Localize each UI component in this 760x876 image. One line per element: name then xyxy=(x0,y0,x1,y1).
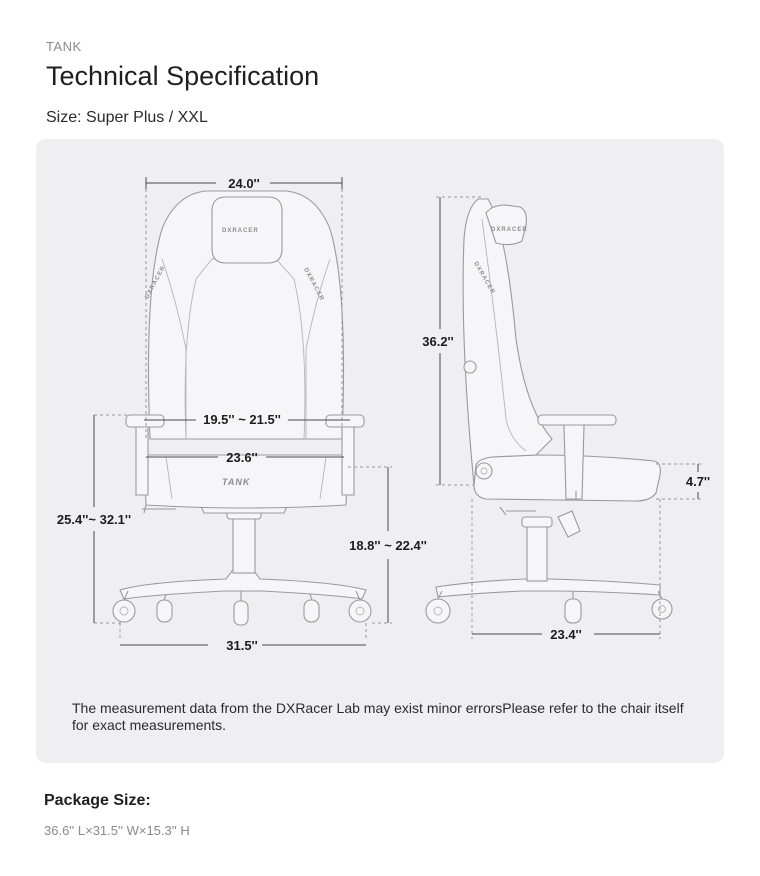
chair-dimension-diagram: DXRACER DXRACER DXRACER TANK 24.0'' 19.5… xyxy=(57,176,710,653)
dim-armrest-height-label: 25.4''~ 32.1'' xyxy=(57,512,131,527)
side-casters xyxy=(425,590,673,624)
side-view-chair: DXRACER DXRACER xyxy=(425,198,673,624)
side-headrest-logo: DXRACER xyxy=(491,227,528,233)
dim-armrest-width-label: 19.5'' ~ 21.5'' xyxy=(203,412,281,427)
dim-backrest-height: 36.2'' xyxy=(422,196,482,486)
dim-armrest-height: 25.4''~ 32.1'' xyxy=(57,414,132,624)
product-eyebrow: TANK xyxy=(46,39,82,54)
dim-seat-width-label: 23.6'' xyxy=(226,450,257,465)
front-view-chair: DXRACER DXRACER DXRACER TANK xyxy=(112,190,372,626)
page-title: Technical Specification xyxy=(46,61,320,91)
dim-base-width: 31.5'' xyxy=(119,623,367,653)
dim-seat-height-label: 18.8'' ~ 22.4'' xyxy=(349,538,427,553)
front-casters xyxy=(112,590,372,626)
front-headrest-logo: DXRACER xyxy=(222,228,259,234)
dim-backrest-width: 24.0'' xyxy=(145,176,343,439)
dim-seat-width: 23.6'' xyxy=(146,450,344,465)
front-seat-logo: TANK xyxy=(222,477,251,487)
dim-seat-thickness-label: 4.7'' xyxy=(686,474,710,489)
dim-base-depth: 23.4'' xyxy=(471,499,661,642)
measurement-disclaimer: The measurement data from the DXRacer La… xyxy=(72,700,684,733)
spec-diagram-panel: DXRACER DXRACER DXRACER TANK 24.0'' 19.5… xyxy=(36,139,724,763)
dim-armrest-width: 19.5'' ~ 21.5'' xyxy=(144,412,350,427)
dim-seat-thickness: 4.7'' xyxy=(656,463,710,500)
size-label: Size: Super Plus / XXL xyxy=(46,109,208,126)
dim-seat-height: 18.8'' ~ 22.4'' xyxy=(348,466,427,624)
dim-base-depth-label: 23.4'' xyxy=(550,627,581,642)
dim-backrest-width-label: 24.0'' xyxy=(228,176,259,191)
package-size-label: Package Size: xyxy=(44,792,151,809)
dim-backrest-height-label: 36.2'' xyxy=(422,334,453,349)
dim-base-width-label: 31.5'' xyxy=(226,638,257,653)
package-size-value: 36.6'' L×31.5'' W×15.3'' H xyxy=(44,823,190,838)
